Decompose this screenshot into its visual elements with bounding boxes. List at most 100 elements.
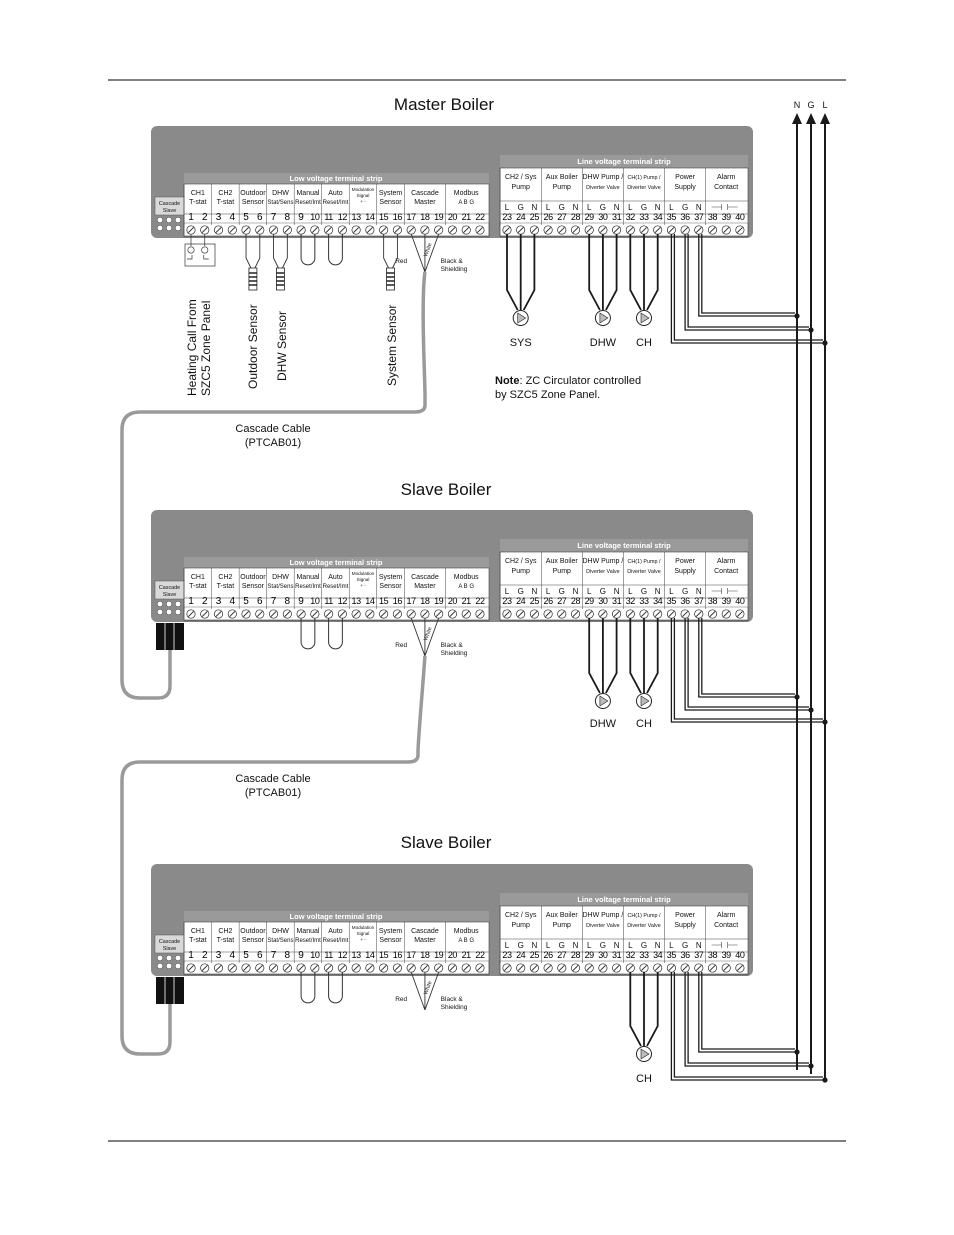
slave-1-terminal-slot bbox=[723, 611, 730, 617]
slave-2-terminal-slot bbox=[339, 965, 346, 971]
slave-2-terminal-number-23: 23 bbox=[502, 950, 512, 960]
slave-2-terminal-number-10: 10 bbox=[310, 950, 320, 960]
slave-2-terminal-slot bbox=[572, 965, 579, 971]
power-drop-2 bbox=[670, 972, 825, 1081]
master-terminal-number-9: 9 bbox=[298, 212, 304, 223]
note-line-2: by SZC5 Zone Panel. bbox=[495, 389, 600, 401]
slave-2-terminal-slot bbox=[695, 965, 702, 971]
master-low-group-9-line-0: Modbus bbox=[454, 190, 479, 197]
slave-1-terminal-slot bbox=[325, 611, 332, 617]
master-terminal-number-23: 23 bbox=[502, 212, 512, 222]
slave-2-terminal-number-25: 25 bbox=[530, 950, 540, 960]
slave-2-terminal-number-9: 9 bbox=[298, 950, 304, 961]
slave-2-terminal-number-33: 33 bbox=[639, 950, 649, 960]
cascade-cable-1-label-1: Cascade Cable bbox=[235, 423, 310, 435]
slave-1-wire-white-label: White bbox=[423, 626, 433, 641]
slave-1-terminal-number-33: 33 bbox=[639, 596, 649, 606]
slave-1-line-group-0-sub-2: N bbox=[532, 587, 538, 596]
slave-2-terminal-number-15: 15 bbox=[379, 950, 389, 960]
supply-arrow-g bbox=[806, 113, 816, 124]
master-low-voltage-title: Low voltage terminal strip bbox=[290, 174, 383, 183]
slave-1-terminal-number-5: 5 bbox=[243, 596, 249, 607]
master-cascade-slave-pin bbox=[165, 216, 173, 224]
slave-1-terminal-slot bbox=[504, 611, 510, 617]
slave-2-line-group-4-line-1: Supply bbox=[674, 922, 696, 929]
master-terminal-number-20: 20 bbox=[448, 212, 458, 222]
slave-2-line-group-1-sub-1: G bbox=[559, 941, 565, 950]
slave-2-terminal-number-22: 22 bbox=[475, 950, 485, 960]
master-terminal-slot bbox=[613, 227, 620, 233]
slave-2-line-voltage-title: Line voltage terminal strip bbox=[577, 895, 671, 904]
slave-1-terminal-number-4: 4 bbox=[229, 596, 235, 607]
slave-1-terminal-slot bbox=[256, 611, 263, 617]
slave-1-terminal-number-19: 19 bbox=[434, 596, 444, 606]
slave-1-terminal-slot bbox=[229, 611, 236, 617]
power-drop-1 bbox=[670, 618, 825, 723]
master-line-voltage-header bbox=[500, 155, 748, 168]
slave-2-line-group-1-line-0: Aux Boiler bbox=[546, 912, 579, 919]
master-terminal-slot bbox=[256, 227, 263, 233]
slave-2-low-group-2-line-0: Outdoor bbox=[240, 928, 266, 935]
master-terminal-number-10: 10 bbox=[310, 212, 320, 222]
slave-2-low-voltage-title: Low voltage terminal strip bbox=[290, 912, 383, 921]
slave-1-terminal-number-28: 28 bbox=[571, 596, 581, 606]
slave-2-line-group-1-sub-2: N bbox=[573, 941, 579, 950]
slave-1-terminal-slot bbox=[422, 611, 428, 617]
slave-2-line-group-4-line-0: Power bbox=[675, 912, 696, 919]
master-terminal-slot bbox=[641, 227, 647, 233]
master-line-group-4-sub-2: N bbox=[696, 203, 702, 212]
heating-call-label-2: SZC5 Zone Panel bbox=[199, 301, 213, 396]
master-boiler-title: Master Boiler bbox=[394, 95, 494, 114]
master-low-group-7-line-0: System bbox=[379, 190, 403, 197]
slave-2-terminal-number-12: 12 bbox=[338, 950, 348, 960]
bus-junction bbox=[822, 340, 828, 346]
slave-1-cascade-slave-pin bbox=[156, 608, 164, 616]
master-line-group-0-sub-0: L bbox=[505, 203, 510, 212]
slave-2-cascade-slave-pin bbox=[165, 962, 173, 970]
slave-1-low-group-9-line-0: Modbus bbox=[454, 574, 479, 581]
slave-2-low-group-8-line-0: Cascade bbox=[411, 928, 439, 935]
slave-2-line-group-3-sub-0: L bbox=[628, 941, 633, 950]
slave-2-reset-jumper-0 bbox=[300, 972, 316, 1004]
master-terminal-slot bbox=[353, 227, 360, 233]
master-line-group-3-sub-1: G bbox=[641, 203, 647, 212]
slave-1-low-voltage-title: Low voltage terminal strip bbox=[290, 558, 383, 567]
slave-1-cascade-slave-pin bbox=[165, 600, 173, 608]
slave-2-low-group-6-line-1: Signal bbox=[357, 931, 370, 936]
slave-2-terminal-number-30: 30 bbox=[598, 950, 608, 960]
slave-2-line-group-0-sub-0: L bbox=[505, 941, 510, 950]
master-terminal-number-6: 6 bbox=[257, 212, 263, 223]
slave-2-wire-white-label: White bbox=[423, 980, 433, 995]
master-terminal-slot bbox=[504, 227, 510, 233]
slave-2-reset-jumper-1 bbox=[328, 972, 343, 1004]
slave-1-low-group-3-line-0: DHW bbox=[272, 574, 289, 581]
slave-1-terminal-slot bbox=[641, 611, 647, 617]
slave-2-line-group-2-sub-0: L bbox=[587, 941, 592, 950]
slave-1-line-group-4-sub-0: L bbox=[669, 587, 674, 596]
master-terminal-number-12: 12 bbox=[338, 212, 348, 222]
slave-2-terminal-slot bbox=[736, 965, 743, 971]
heating-call-wires bbox=[187, 234, 209, 260]
slave-2-line-group-2-line-0: DHW Pump / bbox=[582, 912, 623, 919]
slave-1-cascade-slave-pin bbox=[165, 608, 173, 616]
master-dhw-wires bbox=[588, 234, 618, 311]
bus-junction bbox=[808, 327, 814, 333]
master-reset-jumper-1 bbox=[328, 234, 343, 266]
master-low-group-5-line-0: Auto bbox=[328, 190, 343, 197]
master-terminal-slot bbox=[477, 227, 483, 233]
master-terminal-number-38: 38 bbox=[708, 212, 718, 222]
slave-1-low-group-2-line-0: Outdoor bbox=[240, 574, 266, 581]
master-terminal-number-15: 15 bbox=[379, 212, 389, 222]
master-terminal-slot bbox=[531, 227, 538, 233]
slave-2-terminal-slot bbox=[723, 965, 730, 971]
master-line-group-2-sub-2: N bbox=[614, 203, 620, 212]
slave-1-low-group-1-line-0: CH2 bbox=[218, 574, 232, 581]
master-terminal-number-11: 11 bbox=[324, 212, 333, 222]
master-low-group-3-line-1: Stat/Sens bbox=[267, 200, 293, 206]
slave-2-line-group-4-sub-0: L bbox=[669, 941, 674, 950]
slave-2-terminal-slot bbox=[709, 965, 716, 971]
slave-2-low-group-9-line-1: A B G bbox=[458, 938, 474, 944]
slave-1-cascade-slave-pin bbox=[174, 608, 182, 616]
slave-1-line-group-4-line-0: Power bbox=[675, 558, 696, 565]
